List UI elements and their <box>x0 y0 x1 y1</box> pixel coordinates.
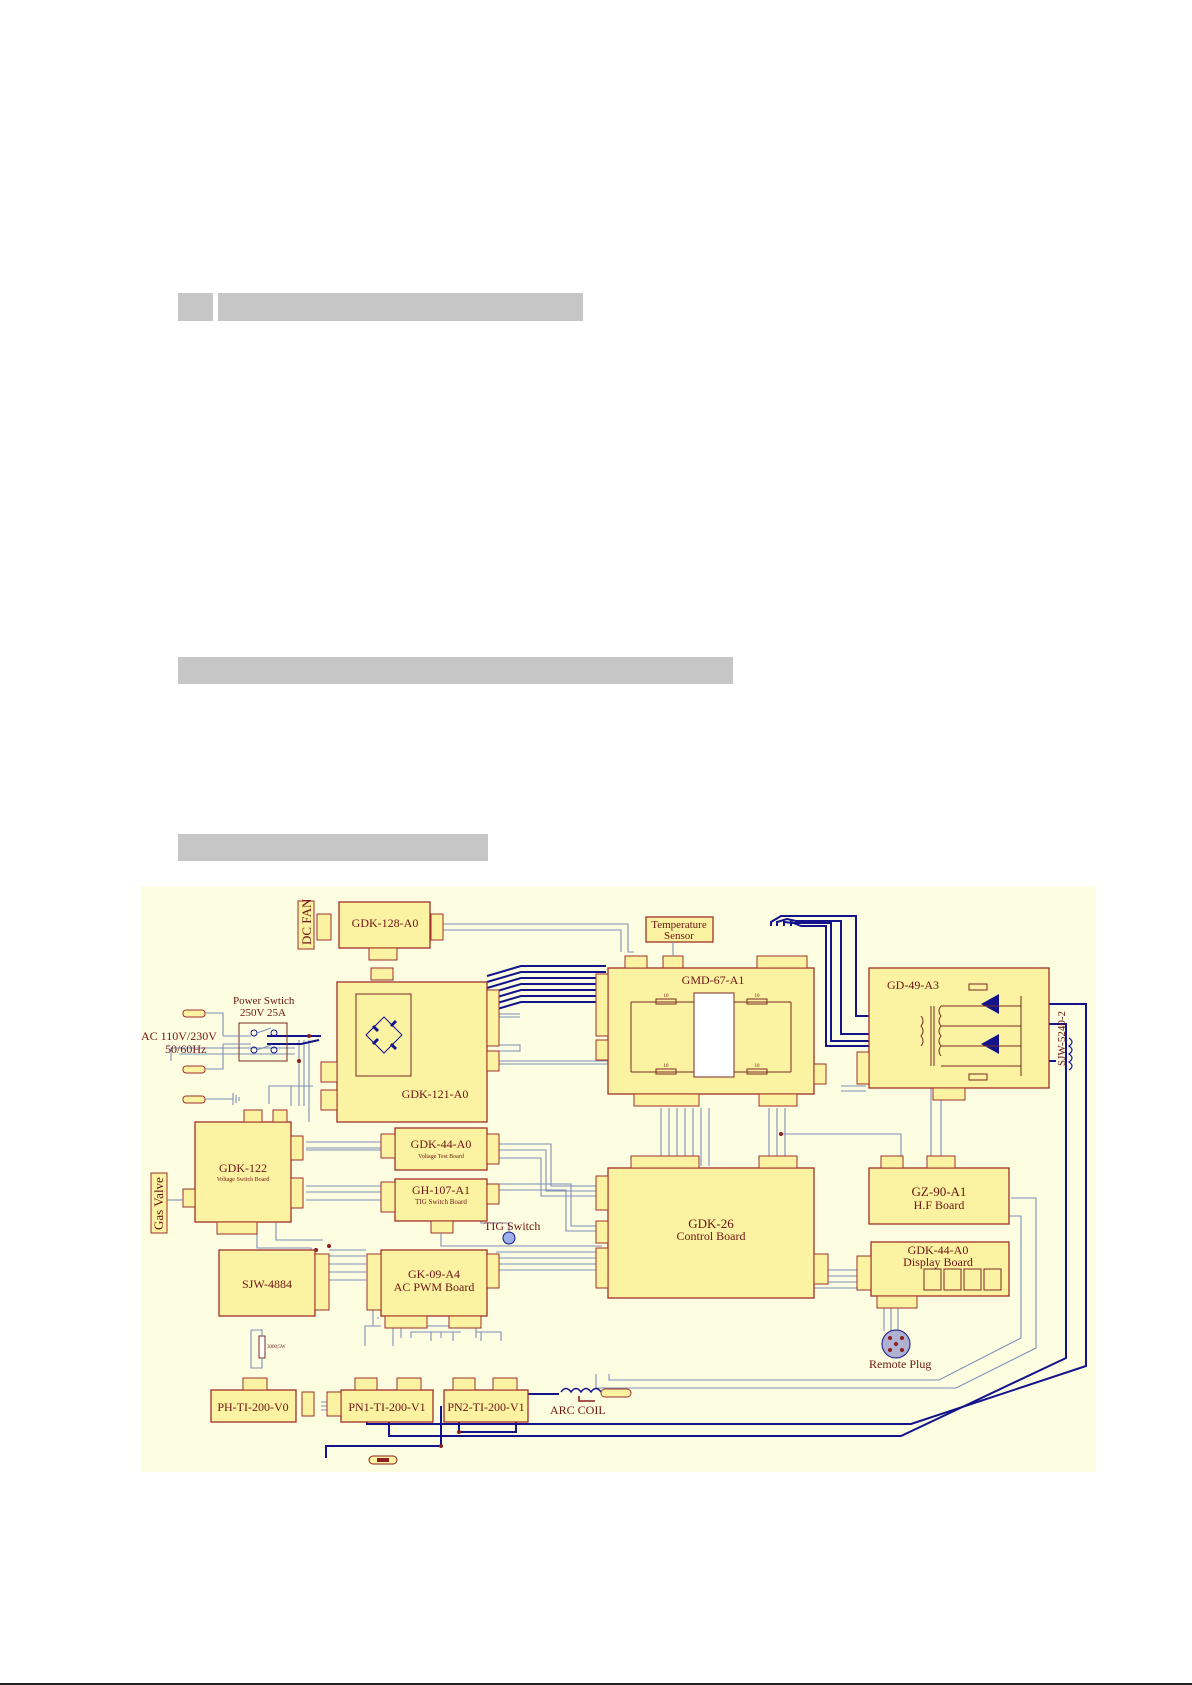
heading-bar-title-3 <box>178 834 488 861</box>
block-pn1-ti-200-v1: PN1-TI-200-V1 <box>326 1377 434 1423</box>
svg-text:SJW-5240-2: SJW-5240-2 <box>1056 1011 1068 1066</box>
block-gk-09-a4: GK-09-A4 AC PWM Board <box>366 1249 500 1329</box>
svg-text:PN2-TI-200-V1: PN2-TI-200-V1 <box>447 1400 524 1414</box>
svg-text:GDK-44-A0: GDK-44-A0 <box>908 1243 969 1257</box>
sjw-5240-2: SJW-5240-2 <box>1056 1011 1073 1071</box>
heading-bar-number <box>178 293 213 321</box>
svg-text:GDK-122: GDK-122 <box>219 1161 267 1175</box>
schematic-diagram: DC FAN GDK-128-A0 Temperature Sensor AC … <box>141 886 1096 1472</box>
arc-coil: ARC COIL <box>550 1387 632 1417</box>
block-gdk-26-control-board: GDK-26 Control Board <box>595 1155 829 1299</box>
svg-text:GMD-67-A1: GMD-67-A1 <box>682 973 745 987</box>
svg-text:H.F Board: H.F Board <box>914 1198 965 1212</box>
svg-text:PH-TI-200-V0: PH-TI-200-V0 <box>217 1400 288 1414</box>
block-gz-90-a1: GZ-90-A1 H.F Board <box>868 1155 1010 1225</box>
block-ph-ti-200-v0: PH-TI-200-V0 <box>210 1377 315 1423</box>
block-gdk-44-a0-display: GDK-44-A0 Display Board <box>856 1241 1010 1309</box>
block-gd-49-a3: GD-49-A3 <box>856 967 1050 1101</box>
svg-text:10: 10 <box>664 1064 670 1069</box>
heading-bar-title-1 <box>218 293 583 321</box>
svg-text:DC FAN: DC FAN <box>299 898 314 945</box>
signal-wires <box>170 923 1037 1411</box>
svg-text:Gas Valve: Gas Valve <box>151 1177 166 1230</box>
ac-input: AC 110V/230V 50/60Hz <box>141 1009 240 1105</box>
tig-switch: TIG Switch <box>440 1219 540 1247</box>
dc-fan: DC FAN <box>297 898 332 950</box>
svg-text:GD-49-A3: GD-49-A3 <box>887 978 939 992</box>
svg-text:PN1-TI-200-V1: PN1-TI-200-V1 <box>348 1400 425 1414</box>
svg-text:GDK-26: GDK-26 <box>688 1216 734 1231</box>
svg-text:GDK-121-A0: GDK-121-A0 <box>402 1087 469 1101</box>
block-pn2-ti-200-v1: PN2-TI-200-V1 <box>443 1377 529 1423</box>
block-gdk-122: GDK-122 Voltage Switch Board <box>182 1109 304 1235</box>
block-gdk-128-a0: GDK-128-A0 <box>338 901 444 981</box>
svg-text:SJW-4884: SJW-4884 <box>242 1277 292 1291</box>
svg-text:AC PWM Board: AC PWM Board <box>394 1280 475 1294</box>
power-switch: Power Swtich 250V 25A <box>223 995 295 1062</box>
svg-text:ARC COIL: ARC COIL <box>550 1403 606 1417</box>
svg-text:Voltage Test Board: Voltage Test Board <box>418 1154 464 1160</box>
svg-text:10: 10 <box>664 994 670 999</box>
svg-text:Remote Plug: Remote Plug <box>869 1357 931 1371</box>
block-gmd-67-a1: GMD-67-A1 10 10 10 10 <box>595 955 827 1107</box>
svg-text:TIG Switch: TIG Switch <box>484 1219 540 1233</box>
gas-valve: Gas Valve <box>150 1172 183 1234</box>
svg-text:Display Board: Display Board <box>903 1255 973 1269</box>
svg-text:50/60Hz: 50/60Hz <box>165 1042 206 1056</box>
output-terminal <box>368 1455 398 1465</box>
svg-text:GK-09-A4: GK-09-A4 <box>408 1267 460 1281</box>
svg-text:10: 10 <box>755 994 761 999</box>
page-bottom-rule <box>0 1683 1192 1685</box>
svg-text:Power Swtich: Power Swtich <box>233 995 295 1007</box>
svg-text:GDK-128-A0: GDK-128-A0 <box>352 916 419 930</box>
resistor-3000-5w: 3000;5W <box>250 1329 286 1369</box>
temperature-sensor: Temperature Sensor <box>645 916 714 969</box>
svg-text:TIG Switch Board: TIG Switch Board <box>415 1198 467 1206</box>
block-gdk-44-a0-voltage-test: GDK-44-A0 Voltage Test Board <box>380 1127 500 1171</box>
remote-plug: Remote Plug <box>869 1329 931 1371</box>
svg-text:10: 10 <box>755 1064 761 1069</box>
block-gh-107-a1: GH-107-A1 TIG Switch Board <box>380 1178 500 1234</box>
svg-text:AC 110V/230V: AC 110V/230V <box>141 1029 217 1043</box>
svg-text:GDK-44-A0: GDK-44-A0 <box>411 1137 472 1151</box>
block-gdk-121-a0: GDK-121-A0 <box>320 981 500 1123</box>
svg-text:Temperature: Temperature <box>651 919 707 931</box>
heading-bar-title-2 <box>178 657 733 684</box>
svg-text:Control Board: Control Board <box>677 1229 746 1243</box>
svg-text:Sensor: Sensor <box>664 930 694 942</box>
svg-text:3000;5W: 3000;5W <box>267 1345 286 1350</box>
svg-text:Voltage Switch Board: Voltage Switch Board <box>217 1177 270 1183</box>
svg-text:GZ-90-A1: GZ-90-A1 <box>912 1184 967 1199</box>
svg-text:250V 25A: 250V 25A <box>240 1007 286 1019</box>
svg-text:GH-107-A1: GH-107-A1 <box>412 1183 470 1197</box>
block-sjw-4884: SJW-4884 <box>218 1249 330 1317</box>
